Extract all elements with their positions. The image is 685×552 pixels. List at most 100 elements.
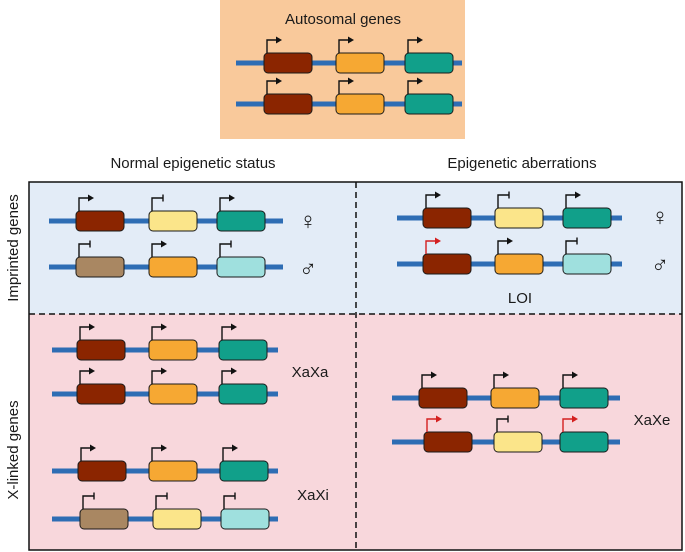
gene-box-dark-red xyxy=(77,460,127,482)
bent-arrow-icon xyxy=(79,326,90,340)
gene-row-xlinked-aberrant xyxy=(392,415,620,453)
gene-box-orange xyxy=(148,339,198,361)
gene-box-orange xyxy=(494,253,544,275)
imprinted-genes-side-label: Imprinted genes xyxy=(5,194,22,302)
gene-box-dark-red xyxy=(418,387,468,409)
gene-box-teal xyxy=(404,52,454,74)
bent-arrow-icon xyxy=(151,447,162,461)
bent-arrow-icon xyxy=(266,80,277,94)
blocked-promoter-icon xyxy=(82,495,94,509)
blocked-promoter-icon xyxy=(496,418,508,432)
xaxa-label: XaXa xyxy=(292,364,329,381)
arrow-head xyxy=(90,444,96,452)
arrow-head xyxy=(503,371,509,379)
bent-arrow-icon xyxy=(151,370,162,384)
bent-arrow-icon xyxy=(407,80,418,94)
bent-arrow-icon xyxy=(80,447,91,461)
blocked-promoter-icon xyxy=(155,495,167,509)
male-symbol-aberrant: ♂ xyxy=(651,252,669,279)
xaxi-label: XaXi xyxy=(297,487,329,504)
gene-row-autosomal xyxy=(236,36,462,74)
bent-arrow-icon xyxy=(221,370,232,384)
arrow-head xyxy=(231,323,237,331)
bent-arrow-icon xyxy=(493,374,504,388)
arrow-head xyxy=(229,194,235,202)
gene-box-teal xyxy=(216,210,266,232)
gene-row-imprinted-normal xyxy=(49,240,283,278)
gene-box-orange xyxy=(490,387,540,409)
gene-box-orange xyxy=(335,52,385,74)
arrow-head xyxy=(276,77,282,85)
bent-arrow-icon xyxy=(222,447,233,461)
epigenetic-aberrations-header: Epigenetic aberrations xyxy=(447,155,596,172)
arrow-head xyxy=(161,444,167,452)
male-symbol-normal: ♂ xyxy=(299,256,317,283)
arrow-head xyxy=(348,77,354,85)
gene-box-brown xyxy=(75,256,125,278)
gene-box-teal xyxy=(218,383,268,405)
gene-box-teal xyxy=(562,207,612,229)
gene-box-dark-red xyxy=(76,339,126,361)
gene-row-xlinked-aberrant xyxy=(392,371,620,409)
blocked-promoter-icon xyxy=(219,243,231,257)
gene-box-dark-red xyxy=(75,210,125,232)
gene-box-dark-red xyxy=(422,207,472,229)
gene-box-teal xyxy=(559,387,609,409)
red-bent-arrow-icon xyxy=(562,418,573,432)
xlinked-genes-side-label: X-linked genes xyxy=(5,400,22,499)
gene-row-xlinked-normal xyxy=(52,444,278,482)
normal-status-header: Normal epigenetic status xyxy=(110,155,275,172)
arrow-head xyxy=(89,323,95,331)
gene-box-teal xyxy=(559,431,609,453)
gene-rows xyxy=(49,36,622,530)
bent-arrow-icon xyxy=(338,39,349,53)
bent-arrow-icon xyxy=(425,194,436,208)
arrow-head xyxy=(231,367,237,375)
gene-row-xlinked-normal xyxy=(52,367,278,405)
gene-box-orange xyxy=(148,383,198,405)
female-symbol-normal: ♀ xyxy=(299,208,317,235)
female-symbol-aberrant: ♀ xyxy=(651,204,669,231)
bent-arrow-icon xyxy=(407,39,418,53)
gene-box-teal xyxy=(218,339,268,361)
arrow-head xyxy=(435,191,441,199)
arrow-head xyxy=(507,237,513,245)
arrow-head xyxy=(431,371,437,379)
arrow-head xyxy=(575,191,581,199)
bent-arrow-icon xyxy=(221,326,232,340)
bent-arrow-icon xyxy=(151,243,162,257)
gene-box-orange xyxy=(148,460,198,482)
bent-arrow-icon xyxy=(151,326,162,340)
red-bent-arrow-icon xyxy=(425,240,436,254)
bent-arrow-icon xyxy=(562,374,573,388)
arrow-head xyxy=(161,323,167,331)
bent-arrow-icon xyxy=(497,240,508,254)
bent-arrow-icon xyxy=(565,194,576,208)
arrow-head xyxy=(435,237,441,245)
gene-row-imprinted-normal xyxy=(49,194,283,232)
bent-arrow-icon xyxy=(79,370,90,384)
bent-arrow-icon xyxy=(219,197,230,211)
blocked-promoter-icon xyxy=(565,240,577,254)
arrow-head xyxy=(88,194,94,202)
blocked-promoter-icon xyxy=(223,495,235,509)
gene-box-dark-red xyxy=(263,52,313,74)
arrow-head xyxy=(348,36,354,44)
gene-row-xlinked-normal xyxy=(52,492,278,530)
gene-box-pale-teal xyxy=(562,253,612,275)
gene-box-pale-yellow xyxy=(148,210,198,232)
gene-box-orange xyxy=(335,93,385,115)
blocked-promoter-icon xyxy=(151,197,163,211)
gene-box-pale-yellow xyxy=(152,508,202,530)
gene-box-dark-red xyxy=(423,431,473,453)
arrow-head xyxy=(436,415,442,423)
gene-row-autosomal xyxy=(236,77,462,115)
autosomal-title: Autosomal genes xyxy=(285,11,401,28)
gene-row-imprinted-aberrant xyxy=(397,237,622,275)
loi-label: LOI xyxy=(508,290,532,307)
arrow-head xyxy=(417,36,423,44)
arrow-head xyxy=(572,415,578,423)
arrow-head xyxy=(417,77,423,85)
gene-row-xlinked-normal xyxy=(52,323,278,361)
